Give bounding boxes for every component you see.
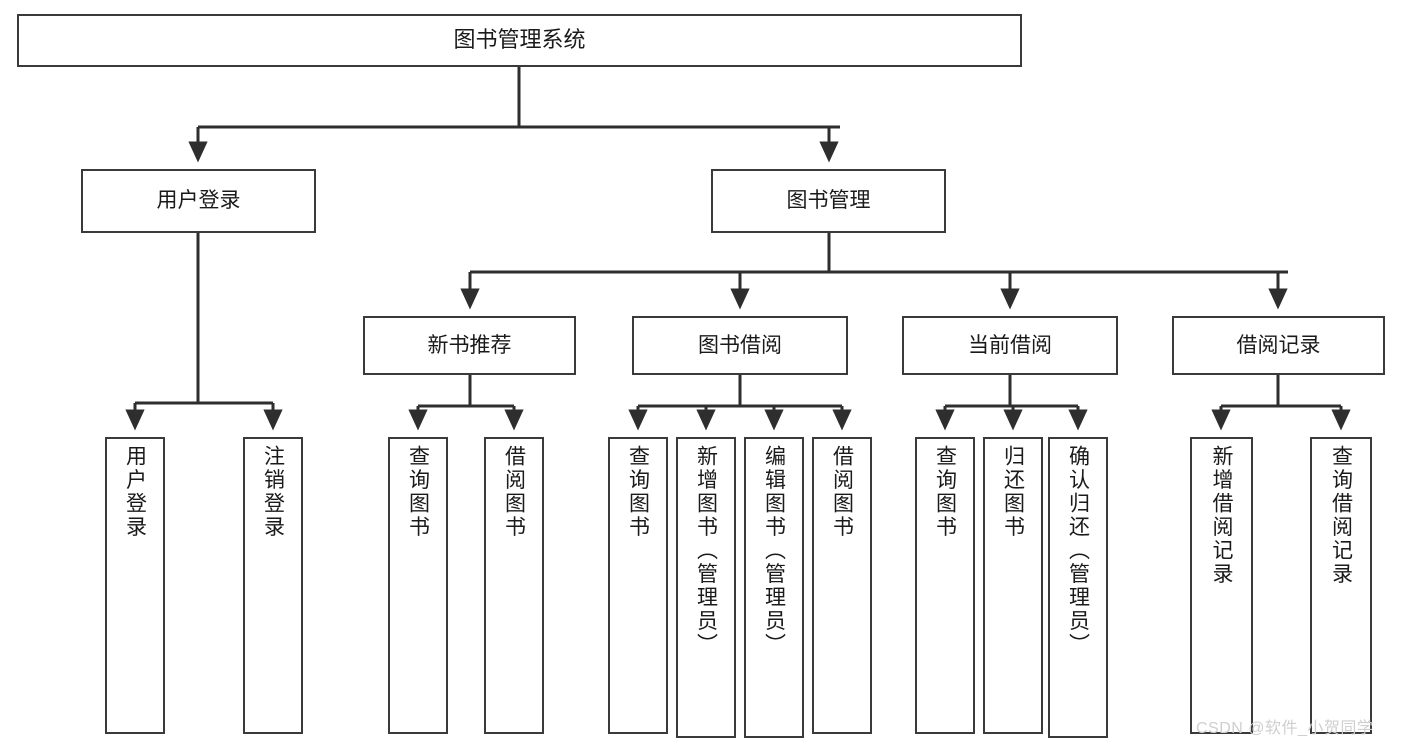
node-user-login-label: 用户登录	[156, 189, 241, 213]
leaf-query-borrow-record-label: 查询借阅记录	[1329, 445, 1353, 586]
leaf-logout-login-label: 注销登录	[261, 445, 285, 539]
node-new-book-recommend[interactable]: 新书推荐	[363, 316, 576, 375]
leaf-query-borrow-record[interactable]: 查询借阅记录	[1310, 437, 1372, 734]
leaf-query-book-recommend-label: 查询图书	[406, 445, 430, 539]
leaf-add-book-admin-label: 新增图书（管理员）	[694, 445, 718, 657]
leaf-borrow-book-recommend-label: 借阅图书	[502, 445, 526, 539]
leaf-query-book-current-label: 查询图书	[933, 445, 957, 539]
leaf-borrow-book[interactable]: 借阅图书	[812, 437, 872, 734]
watermark: CSDN @软件_小贺同学	[1196, 720, 1374, 737]
node-book-borrow[interactable]: 图书借阅	[632, 316, 848, 375]
node-borrow-record[interactable]: 借阅记录	[1172, 316, 1385, 375]
leaf-user-login-label: 用户登录	[123, 445, 147, 539]
leaf-return-book[interactable]: 归还图书	[983, 437, 1043, 734]
node-book-manage[interactable]: 图书管理	[711, 169, 946, 233]
leaf-confirm-return-admin[interactable]: 确认归还（管理员）	[1048, 437, 1108, 738]
node-user-login[interactable]: 用户登录	[81, 169, 316, 233]
leaf-query-book-recommend[interactable]: 查询图书	[388, 437, 448, 734]
leaf-add-borrow-record[interactable]: 新增借阅记录	[1190, 437, 1253, 734]
leaf-edit-book-admin-label: 编辑图书（管理员）	[762, 445, 786, 657]
leaf-borrow-book-label: 借阅图书	[830, 445, 854, 539]
leaf-query-book-borrow[interactable]: 查询图书	[608, 437, 668, 734]
node-root-label: 图书管理系统	[453, 27, 586, 53]
node-book-manage-label: 图书管理	[786, 189, 871, 213]
leaf-edit-book-admin[interactable]: 编辑图书（管理员）	[744, 437, 804, 738]
leaf-add-book-admin[interactable]: 新增图书（管理员）	[676, 437, 736, 738]
node-current-borrow[interactable]: 当前借阅	[902, 316, 1118, 375]
leaf-user-login[interactable]: 用户登录	[105, 437, 165, 734]
leaf-query-book-current[interactable]: 查询图书	[915, 437, 975, 734]
node-root[interactable]: 图书管理系统	[17, 14, 1022, 67]
leaf-logout-login[interactable]: 注销登录	[243, 437, 303, 734]
node-book-borrow-label: 图书借阅	[698, 333, 782, 357]
leaf-confirm-return-admin-label: 确认归还（管理员）	[1066, 445, 1090, 657]
node-borrow-record-label: 借阅记录	[1236, 333, 1321, 357]
leaf-query-book-borrow-label: 查询图书	[626, 445, 650, 539]
node-new-book-recommend-label: 新书推荐	[427, 333, 512, 357]
node-current-borrow-label: 当前借阅	[968, 333, 1052, 357]
leaf-add-borrow-record-label: 新增借阅记录	[1210, 445, 1233, 586]
leaf-borrow-book-recommend[interactable]: 借阅图书	[484, 437, 544, 734]
leaf-return-book-label: 归还图书	[1001, 445, 1025, 539]
